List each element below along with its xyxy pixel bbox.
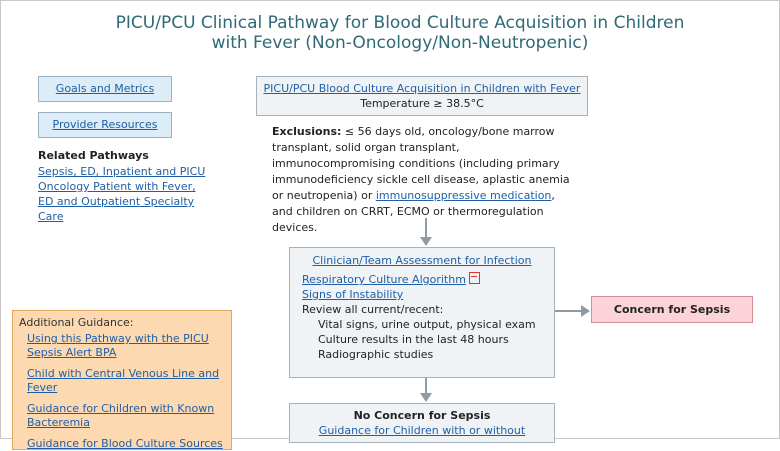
- guidance-link-sepsis-alert[interactable]: Using this Pathway with the PICU Sepsis …: [27, 332, 209, 359]
- immunosuppressive-medication-link[interactable]: immunosuppressive medication: [375, 189, 552, 202]
- related-pathways-heading: Related Pathways: [38, 149, 149, 162]
- review-item-cultures: Culture results in the last 48 hours: [318, 333, 509, 346]
- guidance-link-central-line[interactable]: Child with Central Venous Line and Fever: [27, 367, 220, 394]
- assessment-title-link[interactable]: Clinician/Team Assessment for Infection: [312, 254, 532, 267]
- arrowhead-to-assessment: [420, 237, 432, 246]
- exclusions-body-1: ≤ 56 days old, oncology/bone marrow tran…: [272, 125, 570, 202]
- title-line-1: PICU/PCU Clinical Pathway for Blood Cult…: [115, 13, 685, 33]
- no-concern-box: No Concern for Sepsis Guidance for Child…: [289, 403, 555, 443]
- pdf-icon[interactable]: [468, 272, 480, 284]
- temperature-criterion: Temperature ≥ 38.5°C: [360, 97, 484, 110]
- additional-guidance-heading: Additional Guidance:: [19, 316, 134, 329]
- no-concern-guidance-link[interactable]: Guidance for Children with or without: [318, 424, 526, 437]
- respiratory-culture-link[interactable]: Respiratory Culture Algorithm: [302, 273, 466, 286]
- review-item-vitals: Vital signs, urine output, physical exam: [318, 318, 536, 331]
- review-item-radiographic: Radiographic studies: [318, 348, 434, 361]
- start-box-link[interactable]: PICU/PCU Blood Culture Acquisition in Ch…: [263, 82, 581, 95]
- arrowhead-to-no-concern: [420, 393, 432, 402]
- exclusions-text: Exclusions: ≤ 56 days old, oncology/bone…: [272, 124, 577, 236]
- concern-sepsis-label: Concern for Sepsis: [613, 303, 731, 316]
- page-title: PICU/PCU Clinical Pathway for Blood Cult…: [100, 13, 700, 53]
- sepsis-pathway-link[interactable]: Sepsis, ED, Inpatient and PICU: [38, 165, 206, 178]
- signs-instability-link[interactable]: Signs of Instability: [302, 288, 404, 301]
- goals-metrics-link[interactable]: Goals and Metrics: [55, 82, 155, 95]
- goals-metrics-button[interactable]: Goals and Metrics: [38, 76, 172, 102]
- guidance-link-culture-sources[interactable]: Guidance for Blood Culture Sources: [27, 437, 223, 450]
- title-line-2: with Fever (Non-Oncology/Non-Neutropenic…: [211, 33, 589, 53]
- exclusions-body-2: , and children on CRRT, ECMO or thermore…: [272, 189, 555, 234]
- no-concern-title: No Concern for Sepsis: [353, 409, 491, 422]
- related-pathways: Related Pathways Sepsis, ED, Inpatient a…: [38, 148, 238, 224]
- provider-resources-link[interactable]: Provider Resources: [52, 118, 158, 131]
- review-label: Review all current/recent:: [302, 303, 444, 316]
- oncology-pathway-link[interactable]: Oncology Patient with Fever, ED and Outp…: [38, 180, 196, 223]
- provider-resources-button[interactable]: Provider Resources: [38, 112, 172, 138]
- assessment-box: Clinician/Team Assessment for Infection …: [289, 247, 555, 378]
- exclusions-label: Exclusions:: [272, 125, 342, 138]
- additional-guidance-panel: Additional Guidance: Using this Pathway …: [12, 310, 232, 450]
- guidance-link-bacteremia[interactable]: Guidance for Children with Known Bactere…: [27, 402, 215, 429]
- concern-sepsis-box[interactable]: Concern for Sepsis: [591, 296, 753, 323]
- flow-arrows: [420, 218, 590, 402]
- arrowhead-to-sepsis: [581, 305, 590, 317]
- start-box: PICU/PCU Blood Culture Acquisition in Ch…: [256, 76, 588, 116]
